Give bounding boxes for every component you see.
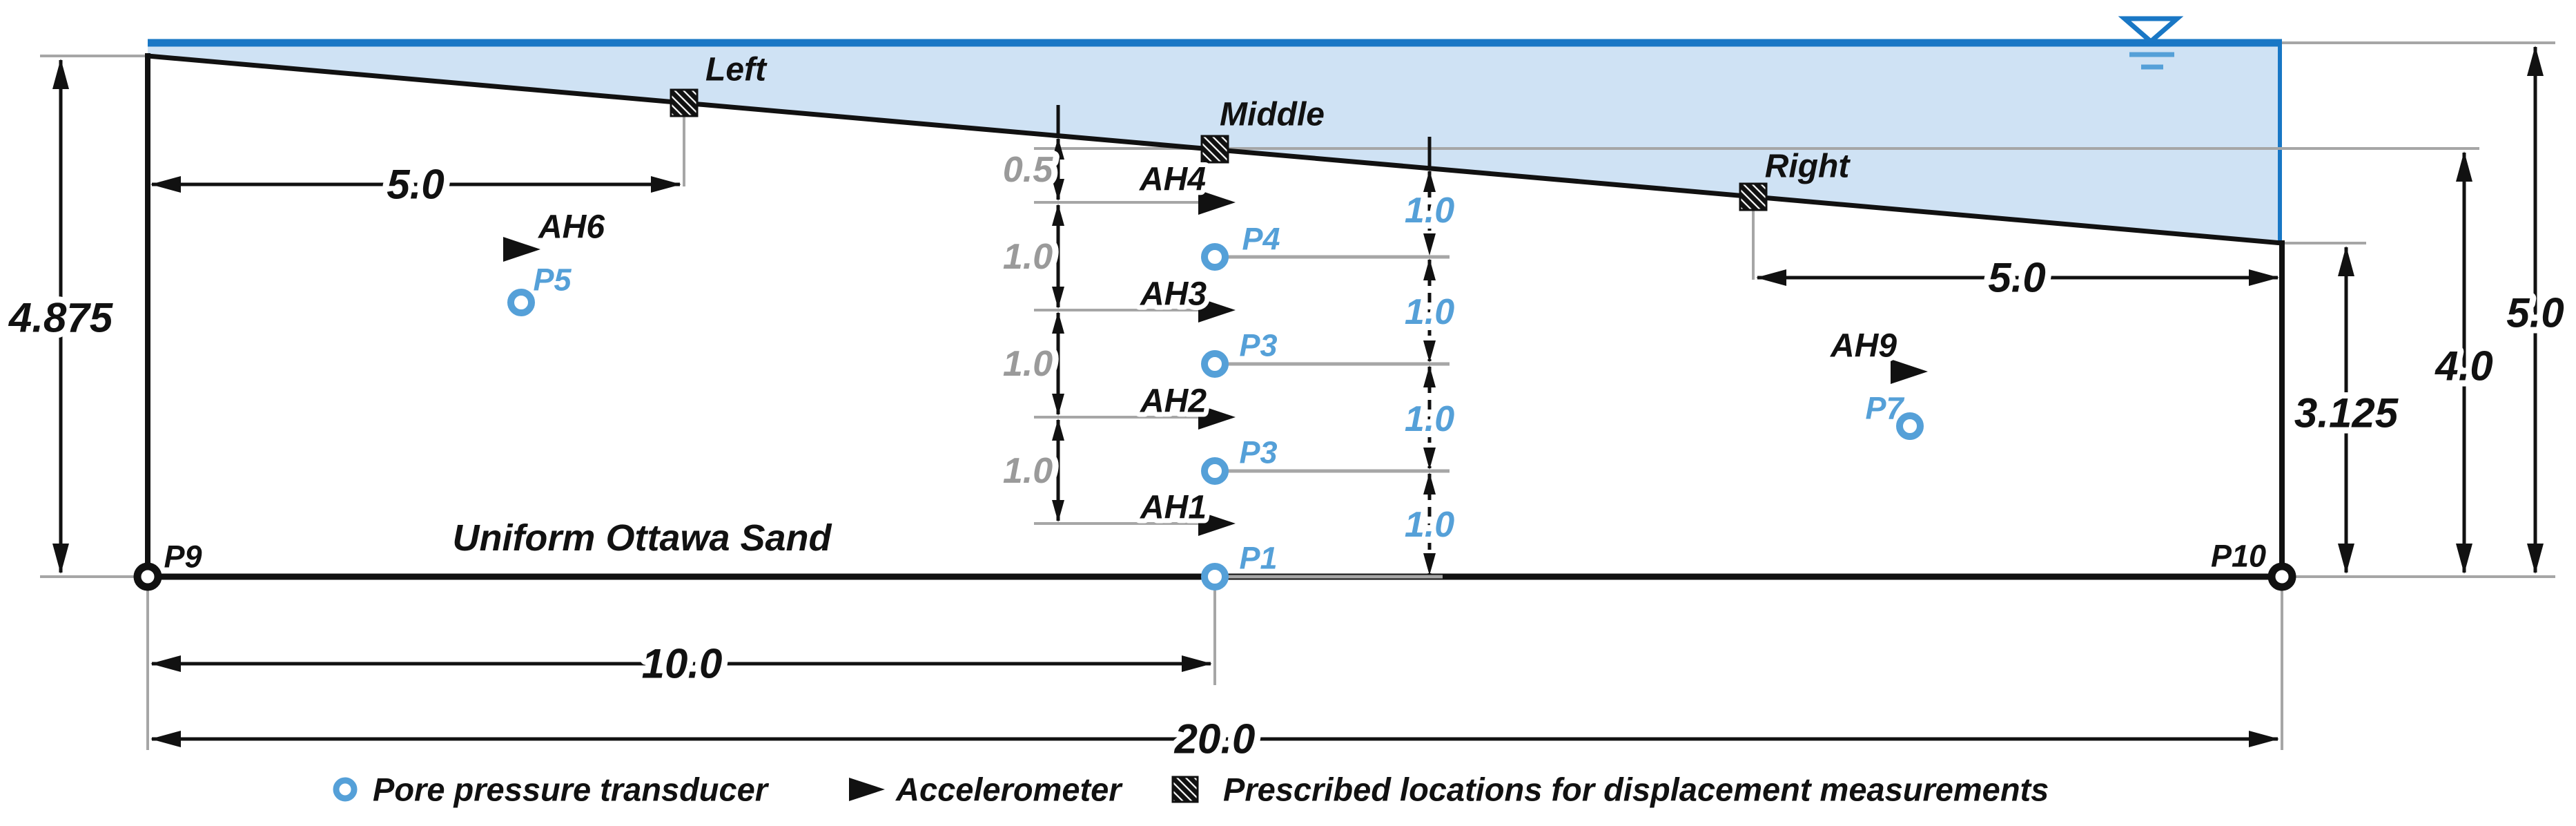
dimension-chain-arrow-icon [1423,365,1436,387]
dimension-chain-label: 1.0 [1003,451,1053,491]
pore-pressure-transducer-label: P3 [1239,328,1277,363]
pore-pressure-transducer-icon [333,777,358,802]
displacement-marker-middle-label: Middle [1220,97,1325,133]
water-body-layer [148,16,2282,243]
dimension-half-length-label: 10.0 [642,641,723,687]
dimension-chain-arrow-icon [1052,204,1064,226]
dimension-middle-height-arrow-icon [2456,544,2472,574]
dimension-chain-arrow-icon [1052,137,1064,160]
dimension-chain-label: 1.0 [1405,505,1454,545]
dimension-chain-arrow-icon [1423,472,1436,494]
pore-pressure-transducer-label: P9 [164,539,202,575]
dimension-chain-arrow-icon [1423,170,1436,192]
dimension-chain-label: 1.0 [1405,292,1454,332]
dimension-chain-arrow-icon [1423,233,1436,256]
dimension-water-height-label: 5.0 [2506,290,2564,336]
dimension-chain-label: 0.5 [1003,150,1053,190]
pore-pressure-transducer-label: P1 [1239,541,1277,576]
pore-pressure-transducer-label: P5 [533,262,572,298]
dimension-chain-arrow-icon [1052,179,1064,201]
dimension-middle-height-label: 4.0 [2434,343,2492,390]
dimension-left-offset-arrow-icon [150,176,181,193]
accelerometer-icon [849,778,885,801]
pore-pressure-transducer-icon [1896,412,1924,440]
dimension-left-height-arrow-icon [52,59,69,89]
dimension-chain-arrow-icon [1052,394,1064,416]
accelerometer-label: AH4 [1139,162,1206,198]
pore-pressure-transducer-label: P10 [2211,539,2266,574]
displacement-marker-left-label: Left [705,52,768,88]
dimension-water-height-arrow-icon [2527,46,2544,76]
instrumentation-layer: LeftMiddleRightAH4AH3AH2AH1AH6AH9P4P3P3P… [133,52,2296,591]
dimension-chain-arrow-icon [1052,287,1064,309]
accelerometer-icon [1198,405,1236,430]
accelerometer-label: AH1 [1140,490,1207,526]
accelerometer-label: AH9 [1830,328,1897,365]
dimension-right-offset-label: 5.0 [1988,255,2045,301]
dimension-total-length-label: 20.0 [1174,716,1256,762]
soil-label: Uniform Ottawa Sand [452,517,832,559]
pore-pressure-transducer-label: P3 [1239,435,1277,470]
accelerometer-icon [1198,298,1236,323]
dimension-chain-arrow-icon [1423,258,1436,280]
water-table-icon [2118,16,2184,45]
dimension-half-length-arrow-icon [1182,655,1212,672]
accelerometer-label: AH6 [538,209,605,246]
accelerometer-icon [1198,190,1236,215]
accelerometer-label: AH2 [1140,383,1207,420]
dimension-half-length-arrow-icon [150,655,181,672]
dimension-chain-arrow-icon [1423,340,1436,363]
pore-pressure-transducer-icon [1201,243,1229,271]
legend-item-label: Prescribed locations for displacement me… [1223,771,2049,808]
guide-lines-layer [40,41,2555,750]
displacement-location-icon [1171,776,1199,803]
dimension-chain-arrow-icon [1052,500,1064,522]
accelerometer-icon [1891,359,1928,384]
pore-pressure-transducer-icon [133,562,162,591]
displacement-marker-left-icon [670,88,699,117]
dimension-total-length-arrow-icon [2249,731,2279,747]
dimension-right-offset-arrow-icon [1756,269,1786,286]
dimension-left-height-label: 4.875 [8,295,114,341]
displacement-marker-right-label: Right [1765,148,1851,185]
pore-pressure-transducer-icon [1201,457,1229,485]
legend-item-label: Pore pressure transducer [373,771,770,808]
dimension-water-height-arrow-icon [2527,544,2544,574]
dimension-left-offset-arrow-icon [651,176,681,193]
dimension-chain-arrow-icon [1423,553,1436,575]
dimension-right-height-arrow-icon [2338,246,2354,276]
accelerometer-icon [1198,511,1236,536]
dimension-chain-label: 1.0 [1405,191,1454,231]
dimension-chain-label: 1.0 [1003,237,1053,277]
dimension-chain-arrow-icon [1052,419,1064,441]
pore-pressure-transducer-icon [2267,562,2296,591]
dimension-chain-arrow-icon [1052,311,1064,334]
displacement-marker-right-icon [1739,182,1768,211]
dimension-right-offset-arrow-icon [2249,269,2279,286]
accelerometer-label: AH3 [1140,276,1207,313]
dimension-total-length-arrow-icon [150,731,181,747]
pore-pressure-transducer-label: P4 [1242,222,1280,257]
pore-pressure-transducer-label: P7 [1865,391,1904,426]
dimension-left-height-arrow-icon [52,544,69,574]
dimension-right-height-label: 3.125 [2294,390,2399,436]
dimension-chain-arrow-icon [1423,448,1436,470]
dimension-left-offset-label: 5.0 [387,162,444,208]
dimension-chain-label: 1.0 [1405,399,1454,439]
legend-item-label: Accelerometer [895,771,1123,808]
dimension-right-height-arrow-icon [2338,544,2354,574]
legend: Pore pressure transducer Accelerometer Pre… [333,771,2049,808]
accelerometer-icon [503,237,540,262]
pore-pressure-transducer-icon [1201,563,1229,590]
dimension-chain-label: 1.0 [1003,344,1053,384]
displacement-marker-middle-icon [1200,135,1229,164]
dimension-layer: 4.875 5.0 5.0 10.0 20.0 3.125 4.0 5.0 0.5 1.0 1.0 1… [2,46,2570,769]
dimension-middle-height-arrow-icon [2456,151,2472,182]
pore-pressure-transducer-icon [1201,350,1229,378]
pore-pressure-transducer-icon [507,289,535,316]
